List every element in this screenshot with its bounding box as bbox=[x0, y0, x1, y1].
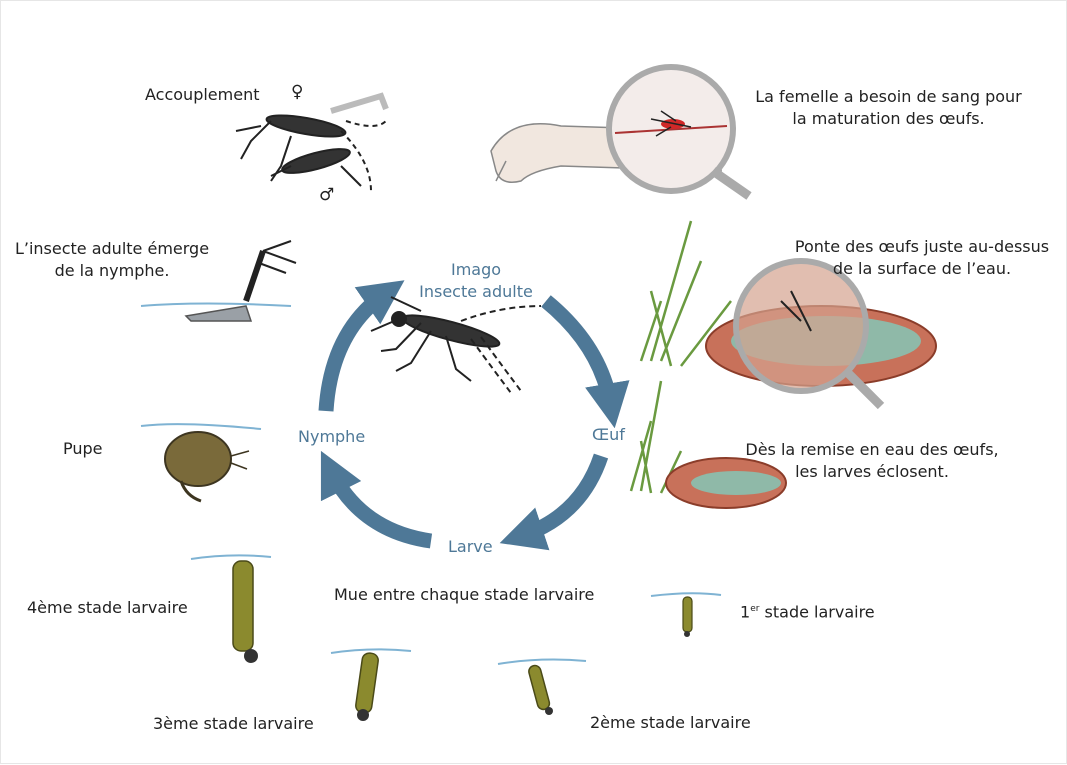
imago-label-line1: Imago bbox=[401, 259, 551, 281]
water-lines bbox=[191, 555, 721, 664]
stage4-label: 4ème stade larvaire bbox=[27, 597, 188, 619]
male-symbol: ♂ bbox=[319, 184, 334, 206]
female-symbol: ♀ bbox=[291, 81, 303, 103]
water-line-stage1 bbox=[651, 593, 721, 596]
hatching-line2: les larves éclosent. bbox=[741, 461, 1003, 483]
stage1-number: 1 bbox=[740, 602, 750, 621]
stage1-label: 1er stade larvaire bbox=[740, 598, 875, 623]
larva-stage4-icon bbox=[233, 561, 258, 663]
arrow-egg-to-larva bbox=[521, 456, 601, 536]
arrow-larva-to-nymph bbox=[331, 471, 431, 541]
emergence-line1: L’insecte adulte émerge bbox=[1, 238, 223, 260]
emergence-label: L’insecte adulte émerge de la nymphe. bbox=[1, 238, 223, 282]
egg-laying-label: Ponte des œufs juste au-dessus de la sur… bbox=[791, 236, 1053, 280]
blood-meal-line2: la maturation des œufs. bbox=[746, 108, 1031, 130]
stage3-label: 3ème stade larvaire bbox=[153, 713, 314, 735]
stage1-text: stade larvaire bbox=[759, 602, 874, 621]
mating-label: Accouplement bbox=[145, 84, 259, 106]
water-line-stage4 bbox=[191, 555, 271, 559]
larva-stage3-icon bbox=[355, 652, 379, 721]
water-line-stage3 bbox=[331, 649, 411, 653]
egg-laying-line1: Ponte des œufs juste au-dessus bbox=[791, 236, 1053, 258]
hatching-label: Dès la remise en eau des œufs, les larve… bbox=[741, 439, 1003, 483]
blood-meal-line1: La femelle a besoin de sang pour bbox=[746, 86, 1031, 108]
blood-meal-label: La femelle a besoin de sang pour la matu… bbox=[746, 86, 1031, 130]
imago-label: Imago Insecte adulte bbox=[401, 259, 551, 303]
arrow-nymph-to-imago bbox=[326, 293, 386, 411]
pupa-icon bbox=[141, 424, 261, 501]
stage2-label: 2ème stade larvaire bbox=[590, 712, 751, 734]
egg-label: Œuf bbox=[592, 424, 625, 446]
adult-mosquito-icon bbox=[371, 297, 541, 393]
arm-bite-icon bbox=[491, 67, 749, 196]
egg-laying-line2: de la surface de l’eau. bbox=[791, 258, 1053, 280]
water-line-stage2 bbox=[498, 660, 586, 664]
larva-label: Larve bbox=[448, 536, 493, 558]
pupa-label: Pupe bbox=[63, 438, 103, 460]
emergence-line2: de la nymphe. bbox=[1, 260, 223, 282]
larva-stage2-icon bbox=[528, 664, 553, 715]
larva-stage1-icon bbox=[683, 597, 692, 637]
imago-label-line2: Insecte adulte bbox=[401, 281, 551, 303]
arrow-imago-to-egg bbox=[546, 301, 611, 406]
hatching-line1: Dès la remise en eau des œufs, bbox=[741, 439, 1003, 461]
molt-label: Mue entre chaque stade larvaire bbox=[334, 584, 594, 606]
mating-mosquitoes-icon bbox=[236, 96, 386, 191]
nymph-label: Nymphe bbox=[298, 426, 365, 448]
